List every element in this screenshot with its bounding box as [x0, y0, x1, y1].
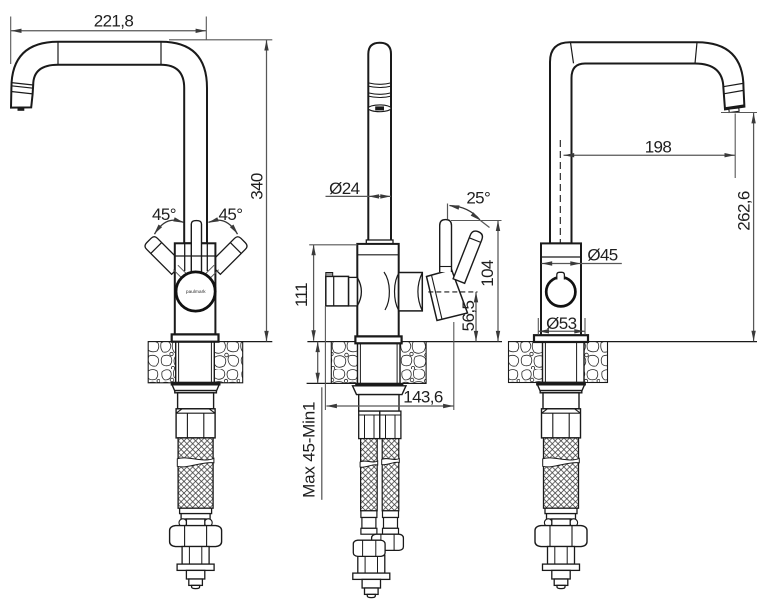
svg-text:221,8: 221,8: [94, 11, 134, 30]
svg-text:143,6: 143,6: [403, 387, 443, 406]
svg-text:Ø45: Ø45: [587, 246, 617, 265]
svg-text:56,5: 56,5: [459, 301, 478, 332]
svg-text:Ø24: Ø24: [329, 179, 359, 198]
svg-text:Ø53: Ø53: [546, 314, 576, 333]
svg-text:340: 340: [248, 173, 267, 200]
svg-text:45°: 45°: [219, 205, 243, 224]
svg-text:Max 45-Min1: Max 45-Min1: [299, 402, 318, 498]
svg-text:198: 198: [645, 138, 672, 157]
svg-text:111: 111: [292, 283, 311, 307]
svg-text:45°: 45°: [152, 205, 176, 224]
svg-text:paulmark: paulmark: [186, 289, 206, 294]
svg-text:25°: 25°: [466, 189, 490, 208]
svg-text:104: 104: [478, 260, 497, 287]
svg-text:262,6: 262,6: [735, 191, 754, 231]
